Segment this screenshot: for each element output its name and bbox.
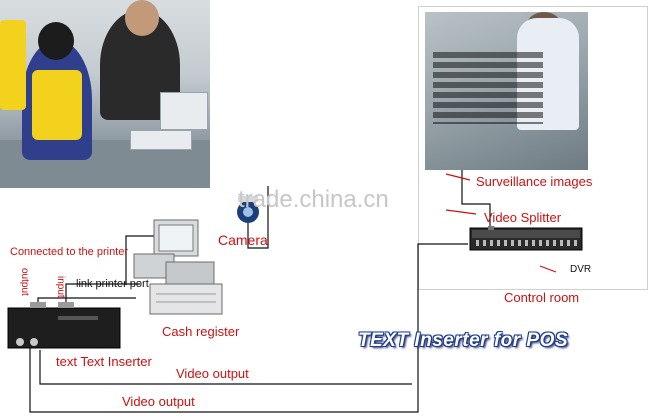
camera-icon [237,196,259,223]
watermark: trade.china.cn [238,186,389,213]
diagram-title: TEXT Inserter for POS [358,330,569,351]
label-video-splitter: Video Splitter [484,210,562,225]
label-cash-register: Cash register [162,324,240,339]
label-control-room: Control room [504,290,580,305]
label-output: output [19,268,30,296]
label-surveillance-images: Surveillance images [476,174,593,189]
label-text-inserter: text Text Inserter [56,354,152,369]
surveillance-screen [425,12,588,170]
text-inserter-icon [7,302,121,349]
label-camera: Camera [218,232,268,248]
label-video-output-2: Video output [122,394,195,409]
store-checkout-photo [0,0,210,188]
splitter-ports [476,240,578,246]
label-input: input [55,276,66,298]
video-splitter-icon [469,226,583,251]
cash-register-icon [133,219,223,315]
label-dvr: DVR [570,264,592,275]
label-link-printer-port: link printer port [76,278,149,290]
label-video-output-1: Video output [176,366,249,381]
label-connected-printer: Connected to the printer [10,246,129,258]
